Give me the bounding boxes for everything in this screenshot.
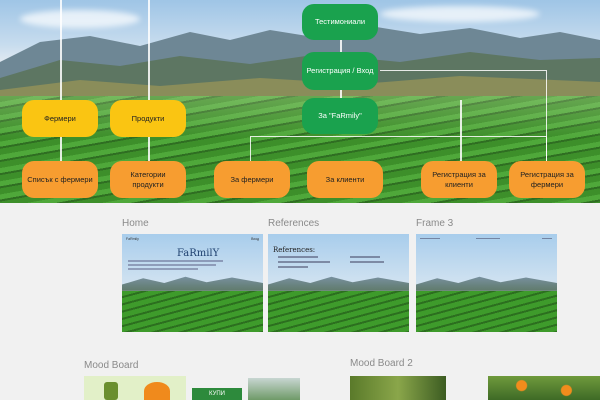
cloud [20,10,140,28]
frame-home-logo: FaRmilY [177,248,220,259]
mood-board-2-label[interactable]: Mood Board 2 [350,358,413,369]
connector-line [148,0,150,102]
connector-line [148,137,150,163]
oranges-image [488,376,600,400]
node-testimonials[interactable]: Тестимониали [302,4,378,40]
frame-references[interactable]: References: [268,234,409,332]
frame-references-heading: References: [273,246,316,254]
buy-button-image: КУПИ [192,388,242,400]
frame-label-home[interactable]: Home [122,218,149,229]
node-about-farmily[interactable]: За "FaRmily" [302,98,378,134]
cloud [380,6,540,22]
carrot-image [144,382,170,400]
node-farmers[interactable]: Фермери [22,100,98,137]
frame-home[interactable]: FaRmily Вход FaRmilY [122,234,263,332]
greenhouse-image [248,378,300,400]
node-login-register[interactable]: Регистрация / Вход [302,52,378,90]
node-products[interactable]: Продукти [110,100,186,137]
node-client-registration[interactable]: Регистрация за клиенти [421,161,497,198]
frame-3[interactable] [416,234,557,332]
node-for-farmers[interactable]: За фермери [214,161,290,198]
frame-home-text-lines [128,260,223,272]
mood-board[interactable]: КУПИ [84,376,300,400]
connector-line [380,70,547,161]
node-farmer-registration[interactable]: Регистрация за фермери [509,161,585,198]
frame-home-brand: FaRmily [126,237,139,241]
sitemap-banner: Тестимониали Регистрация / Вход За "FaRm… [0,0,600,203]
frame-home-login: Вход [251,237,259,241]
connector-line [460,100,462,162]
bottle-image [104,382,118,400]
crop-field [0,96,600,203]
mountains [0,26,600,100]
mood-board-2[interactable] [350,376,600,400]
connector-line [60,137,62,163]
frame-label-references[interactable]: References [268,218,320,229]
node-product-categories[interactable]: Категории продукти [110,161,186,198]
mood-board-label[interactable]: Mood Board [84,360,139,371]
node-farmer-list[interactable]: Списък с фермери [22,161,98,198]
orchard-image [350,376,446,400]
connector-line [60,0,62,102]
node-for-clients[interactable]: За клиенти [307,161,383,198]
frame-label-frame3[interactable]: Frame 3 [416,218,454,229]
